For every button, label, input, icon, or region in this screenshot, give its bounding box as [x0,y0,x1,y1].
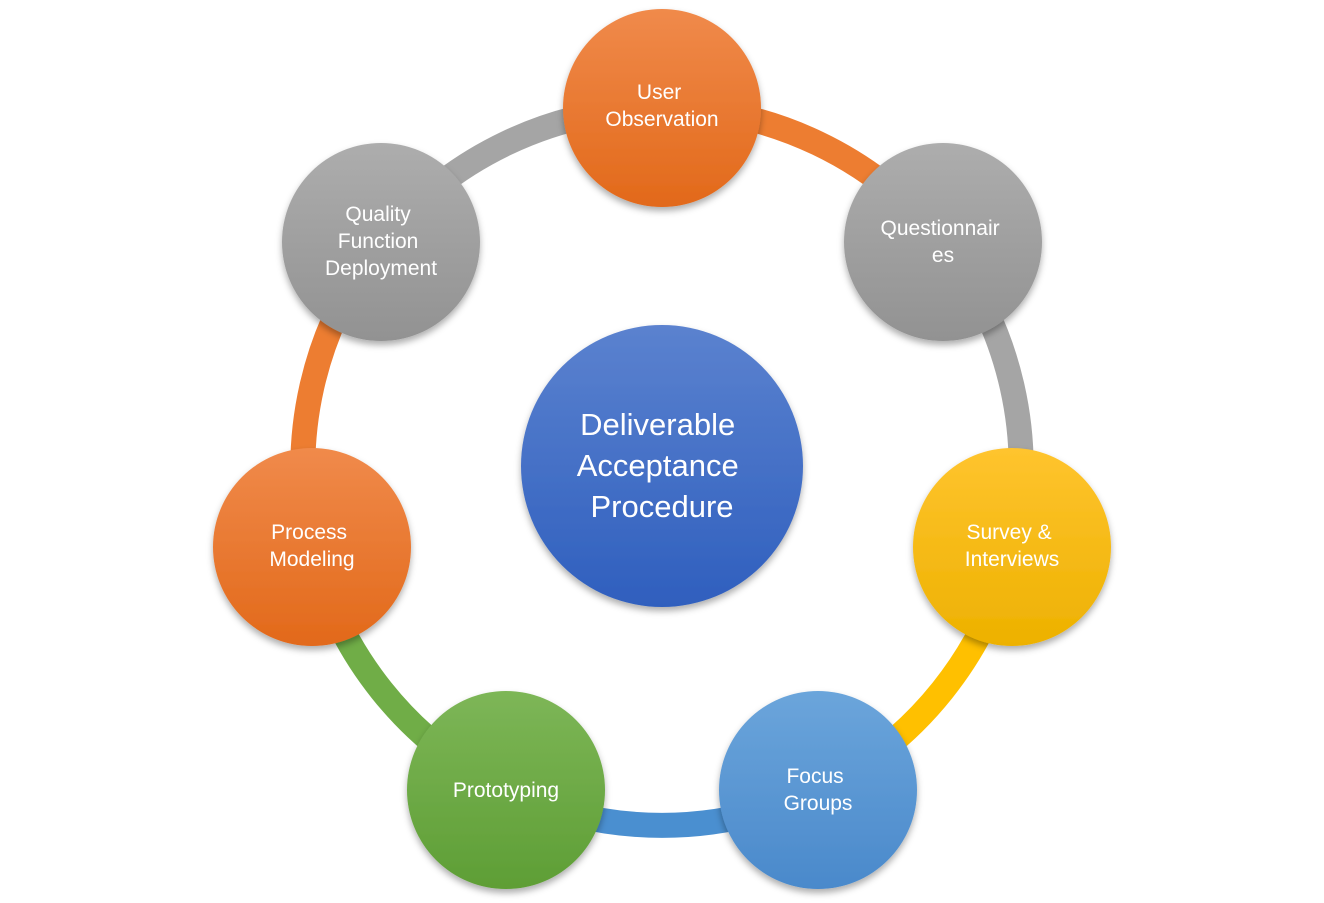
node-quality-function-deployment: Quality Function Deployment [282,143,480,341]
node-questionnaires: Questionnair es [844,143,1042,341]
node-process-modeling: Process Modeling [213,448,411,646]
node-label: Prototyping [453,779,559,802]
node-focus-groups: Focus Groups [719,691,917,889]
node-label: Process Modeling [269,521,354,571]
node-label: Quality Function Deployment [325,203,437,280]
node-label: User Observation [605,81,718,131]
node-prototyping: Prototyping [407,691,605,889]
node-label: Questionnair es [881,217,1006,267]
center-label: Deliverable Acceptance Procedure [577,407,748,524]
node-label: Survey & Interviews [965,521,1060,571]
node-survey-interviews: Survey & Interviews [913,448,1111,646]
center-node: Deliverable Acceptance Procedure [521,325,803,607]
node-label: Focus Groups [784,765,853,815]
node-user-observation: User Observation [563,9,761,207]
